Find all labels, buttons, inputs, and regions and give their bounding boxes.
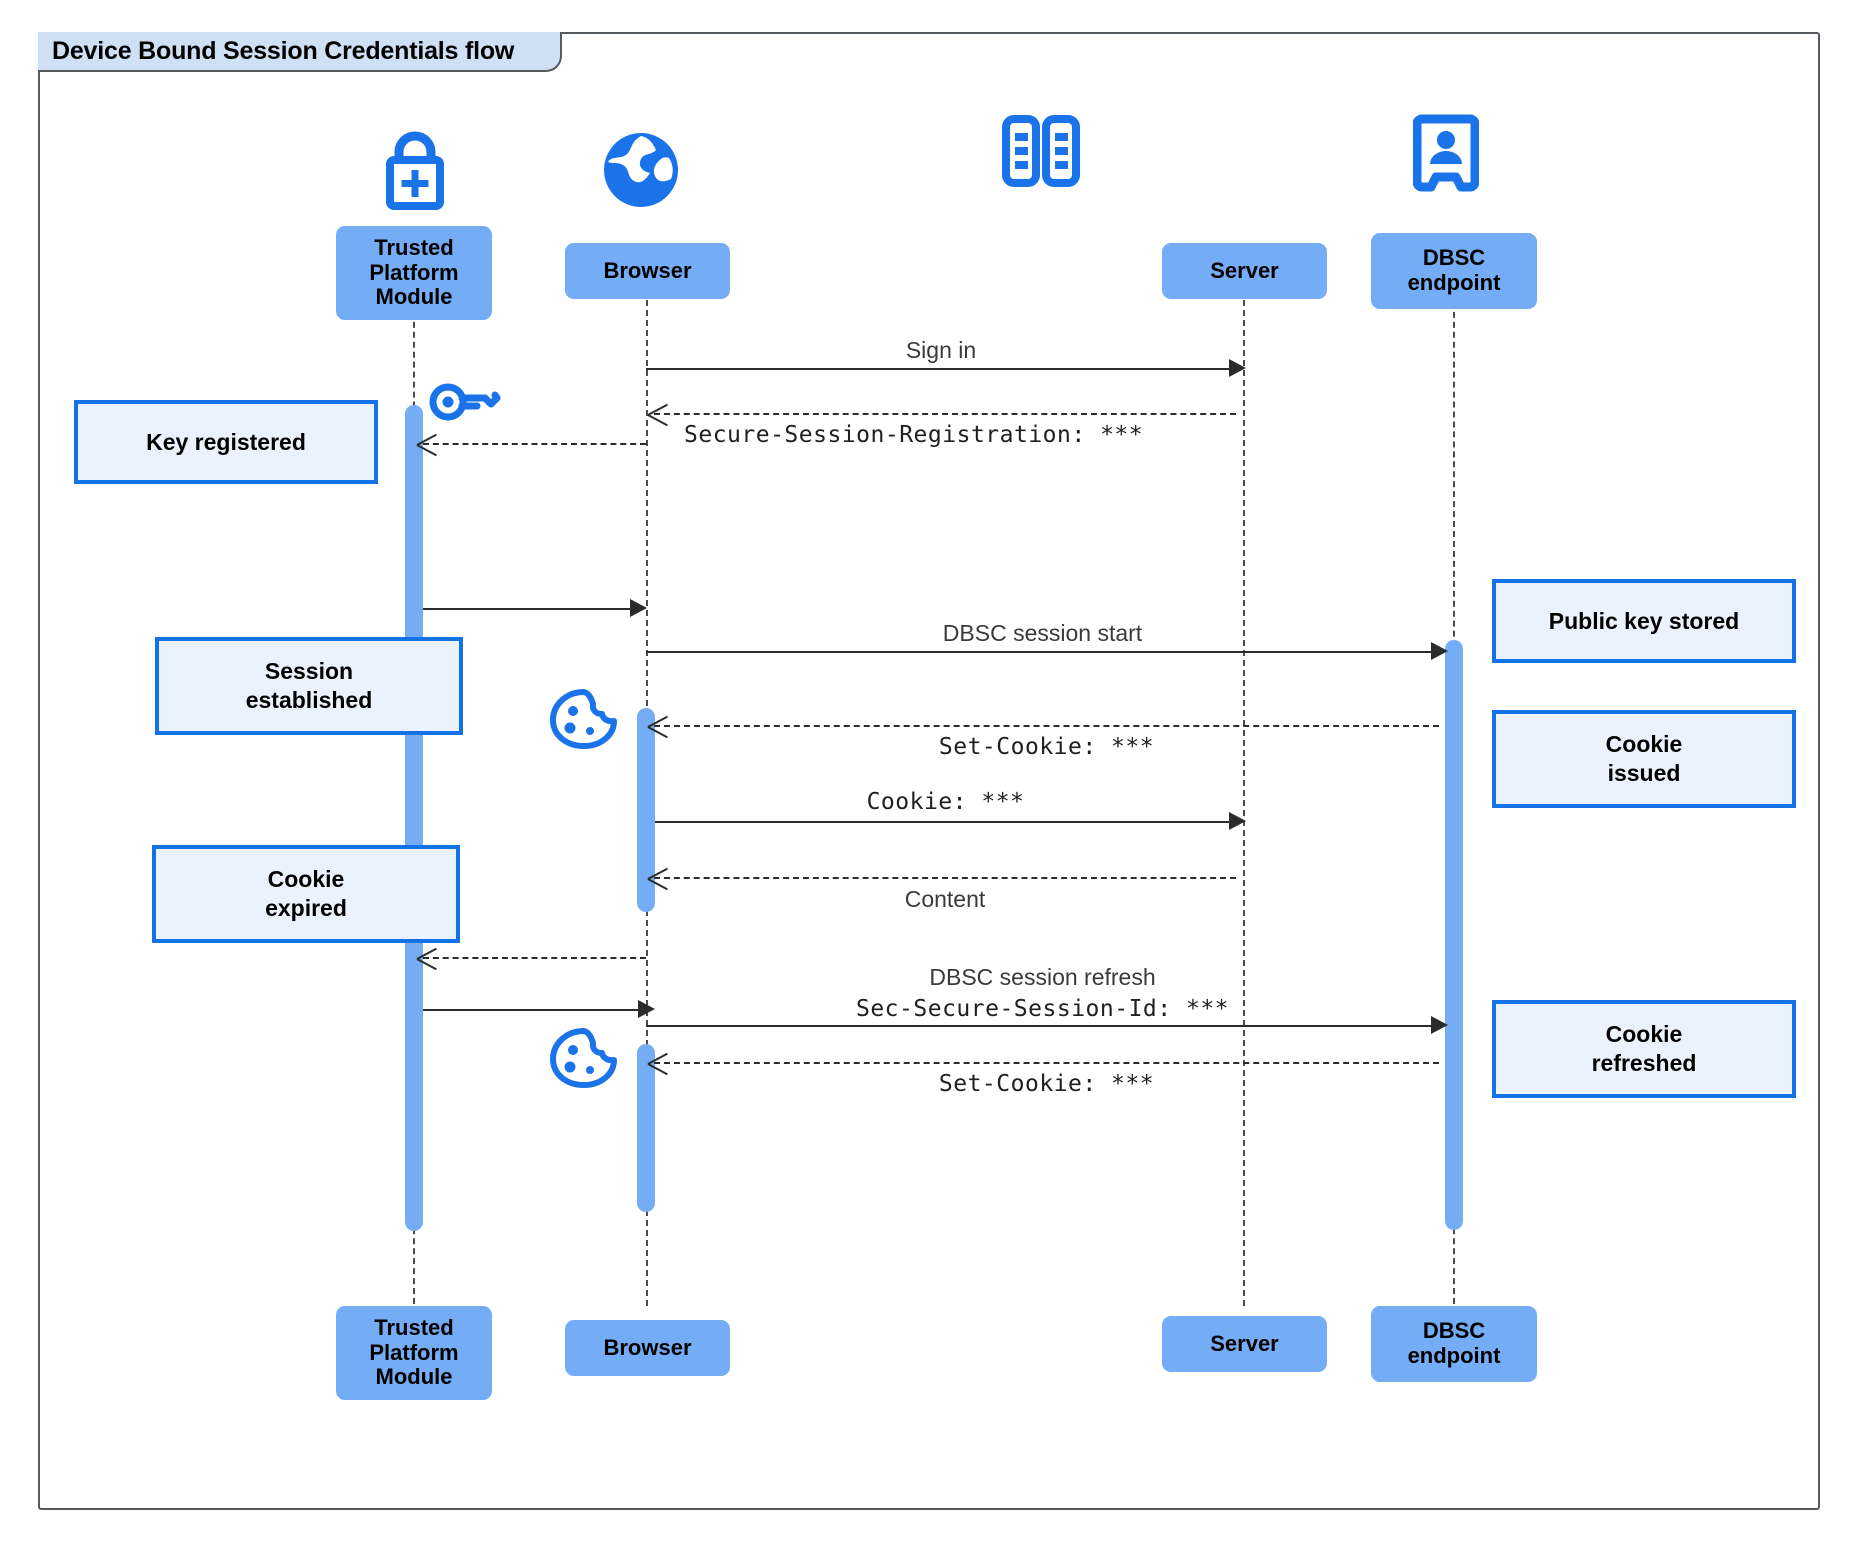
message-line-secure-session-registration: [654, 413, 1236, 415]
message-line-dbsc-session-refresh-short: [423, 1009, 646, 1011]
note-public-key-stored: Public key stored: [1492, 579, 1796, 663]
message-line-content: [654, 877, 1236, 879]
arrowhead-dbsc-session-refresh-short: [638, 1000, 655, 1018]
lock-plus-icon: [369, 128, 461, 218]
message-line-set-cookie-2: [654, 1062, 1439, 1064]
arrowhead-content: [648, 868, 668, 888]
server-rack-icon: [1000, 114, 1082, 193]
activation-tpm-main: [405, 405, 423, 1231]
activation-dbsc-main: [1445, 640, 1463, 1230]
message-label-secure-session-registration: Secure-Session-Registration: ***: [684, 422, 1144, 448]
note-cookie-issued: Cookie issued: [1492, 710, 1796, 808]
globe-icon: [600, 129, 682, 216]
participant-server-top[interactable]: Server: [1162, 243, 1327, 299]
message-label-dbsc-session-start: DBSC session start: [942, 620, 1143, 646]
cookie-icon: [548, 1027, 620, 1094]
message-label-sign-in: Sign in: [905, 337, 977, 363]
diagram-title: Device Bound Session Credentials flow: [52, 36, 515, 65]
note-cookie-refreshed: Cookie refreshed: [1492, 1000, 1796, 1098]
message-label-set-cookie-2: Set-Cookie: ***: [938, 1071, 1155, 1097]
participant-dbsc-top[interactable]: DBSC endpoint: [1371, 233, 1537, 309]
participant-dbsc-bottom[interactable]: DBSC endpoint: [1371, 1306, 1537, 1382]
message-line-dbsc-session-refresh: [646, 1025, 1439, 1027]
activation-browser-1: [637, 708, 655, 912]
message-line-set-cookie-1: [654, 725, 1439, 727]
activation-browser-2: [637, 1044, 655, 1212]
id-badge-icon: [1412, 114, 1480, 197]
cookie-icon: [548, 688, 620, 755]
message-line-sign-in: [646, 368, 1236, 370]
arrowhead-cookie-expired-signal: [417, 948, 437, 968]
arrowhead-dbsc-session-start: [1431, 642, 1448, 660]
participant-browser-bottom[interactable]: Browser: [565, 1320, 730, 1376]
arrowhead-set-cookie-2: [648, 1053, 668, 1073]
message-line-cookie-expired-signal: [423, 957, 646, 959]
note-session-established: Session established: [155, 637, 463, 735]
message-line-cookie-request: [655, 821, 1236, 823]
arrowhead-cookie-request: [1229, 812, 1246, 830]
message-label-cookie-request: Cookie: ***: [866, 789, 1025, 815]
arrowhead-key-ready: [630, 599, 647, 617]
message-line-register-key: [423, 443, 646, 445]
arrowhead-register-key: [417, 434, 437, 454]
participant-tpm-top[interactable]: Trusted Platform Module: [336, 226, 492, 320]
note-cookie-expired: Cookie expired: [152, 845, 460, 943]
arrowhead-secure-session-registration: [648, 404, 668, 424]
key-icon: [429, 380, 501, 429]
arrowhead-set-cookie-1: [648, 716, 668, 736]
note-key-registered: Key registered: [74, 400, 378, 484]
diagram-frame-tab: Device Bound Session Credentials flow: [38, 32, 563, 72]
message-line-dbsc-session-start: [646, 651, 1439, 653]
participant-tpm-bottom[interactable]: Trusted Platform Module: [336, 1306, 492, 1400]
message-label-sec-secure-session-id: Sec-Secure-Session-Id: ***: [855, 996, 1230, 1022]
message-line-key-ready: [423, 608, 638, 610]
lifeline-server: [1243, 280, 1245, 1306]
message-label-content: Content: [904, 886, 986, 912]
arrowhead-dbsc-session-refresh: [1431, 1016, 1448, 1034]
message-label-dbsc-session-refresh: DBSC session refresh: [929, 964, 1156, 990]
arrowhead-sign-in: [1229, 359, 1246, 377]
participant-browser-top[interactable]: Browser: [565, 243, 730, 299]
participant-server-bottom[interactable]: Server: [1162, 1316, 1327, 1372]
message-label-set-cookie-1: Set-Cookie: ***: [938, 734, 1155, 760]
